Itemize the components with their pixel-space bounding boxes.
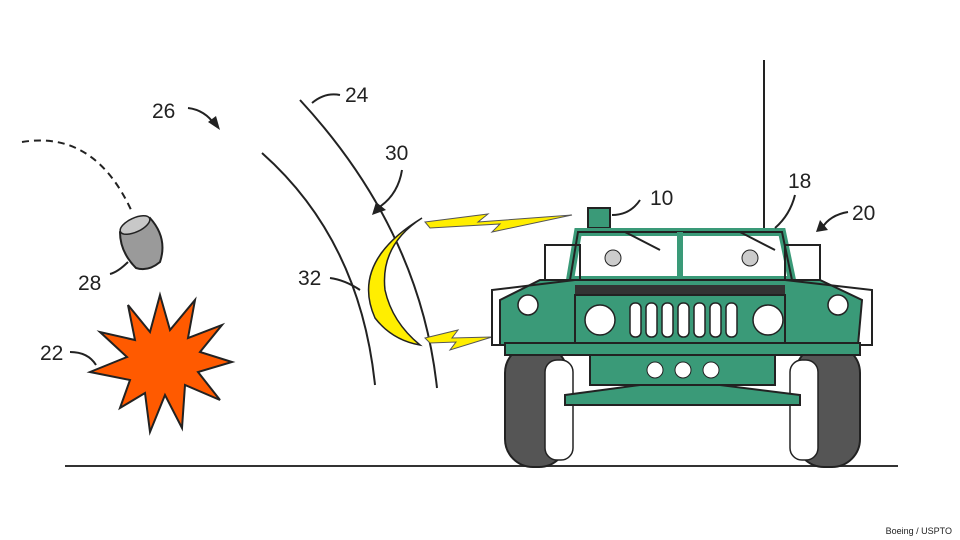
label-24: 24 bbox=[345, 84, 369, 107]
leader-24 bbox=[311, 93, 341, 104]
leader-32 bbox=[329, 277, 361, 291]
humvee-vehicle bbox=[491, 60, 873, 468]
label-10: 10 bbox=[650, 187, 673, 210]
label-30: 30 bbox=[385, 142, 408, 165]
arrow-26-icon bbox=[208, 116, 220, 130]
energy-bolt-upper bbox=[424, 213, 573, 233]
label-18: 18 bbox=[788, 170, 811, 193]
arrow-30-icon bbox=[372, 202, 386, 215]
label-28: 28 bbox=[78, 272, 101, 295]
label-26: 26 bbox=[152, 100, 175, 123]
leader-10 bbox=[611, 199, 641, 216]
leader-20 bbox=[821, 211, 849, 229]
projectile-shell bbox=[118, 214, 164, 271]
leader-30 bbox=[377, 169, 403, 209]
plasma-crescent bbox=[367, 217, 423, 347]
projectile-trajectory bbox=[21, 139, 133, 213]
leader-28 bbox=[109, 261, 129, 275]
label-32: 32 bbox=[298, 267, 321, 290]
label-20: 20 bbox=[852, 202, 875, 225]
leader-22 bbox=[69, 351, 97, 366]
energy-bolt-lower bbox=[424, 329, 493, 351]
arrow-20-icon bbox=[816, 220, 828, 232]
image-credit: Boeing / USPTO bbox=[885, 526, 952, 536]
shockwave-arc-inner bbox=[261, 152, 376, 386]
label-22: 22 bbox=[40, 342, 63, 365]
leader-18 bbox=[774, 194, 796, 229]
shockwave-arc-outer bbox=[299, 99, 438, 389]
explosion-burst bbox=[86, 291, 236, 436]
